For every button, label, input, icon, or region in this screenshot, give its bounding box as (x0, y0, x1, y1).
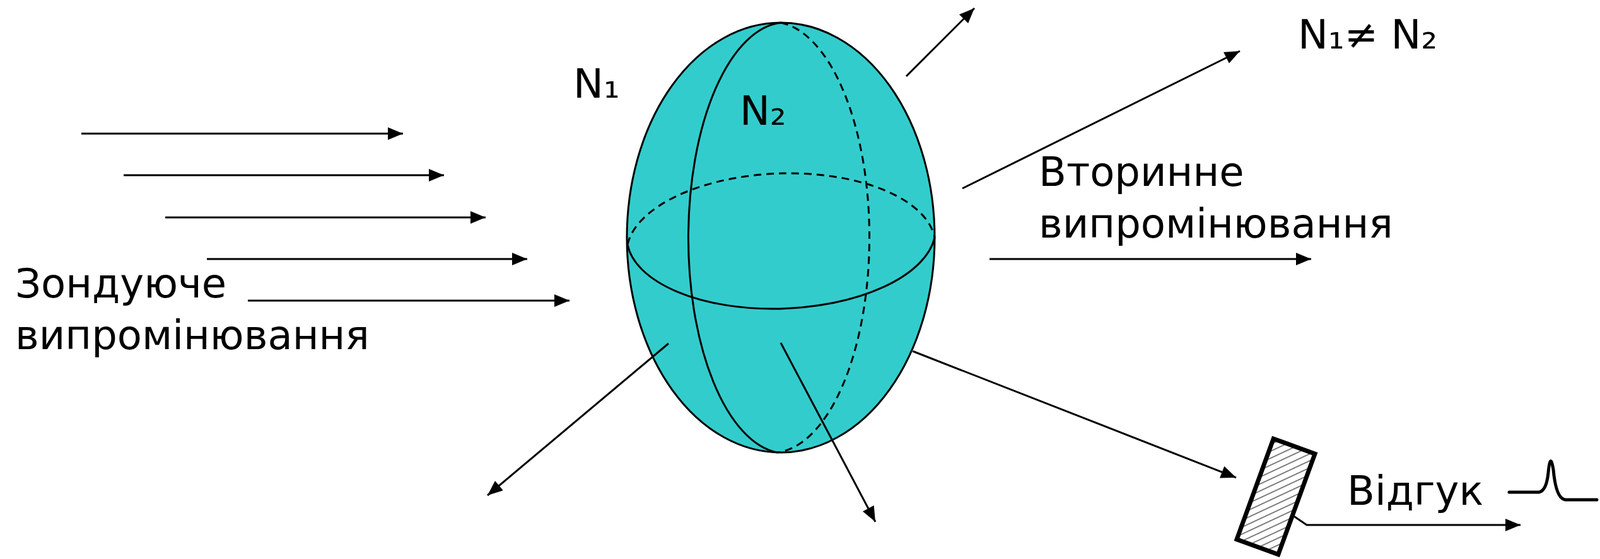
scattered-ray (906, 8, 975, 77)
ellipse-shape (625, 21, 936, 455)
secondary-radiation-label: Вторинне випромінювання (1038, 146, 1493, 250)
response-arrow (1292, 515, 1521, 526)
ellipsoid-outline (626, 22, 935, 453)
surface-label: N₂ (739, 85, 787, 137)
surface-label: N₁ (573, 58, 620, 110)
probe-ray (123, 174, 444, 177)
probe-ray (247, 300, 570, 303)
particle-ellipsoid: N₁N₂ (625, 21, 936, 455)
probe-radiation-label: Зондуюче випромінювання (15, 257, 419, 362)
probe-ray (81, 133, 403, 135)
meridian-back (776, 22, 870, 453)
detector-shape (1236, 438, 1316, 555)
scattered-ray (989, 258, 1312, 261)
pulse-symbol (1509, 461, 1597, 501)
probe-ray (206, 258, 528, 261)
response-label: Відгук (1347, 465, 1484, 518)
scattered-ray (487, 343, 669, 496)
scattered-ray-connector (912, 351, 1237, 479)
detector: Відгук (1236, 438, 1316, 555)
scattered-ray (780, 343, 876, 523)
equator-back (627, 173, 935, 245)
detector-body (1236, 438, 1315, 555)
probe-ray (165, 216, 486, 219)
meridian-front (688, 22, 781, 453)
inequality-label: N₁≠ N₂ (1297, 8, 1438, 61)
equator-front (627, 237, 935, 310)
